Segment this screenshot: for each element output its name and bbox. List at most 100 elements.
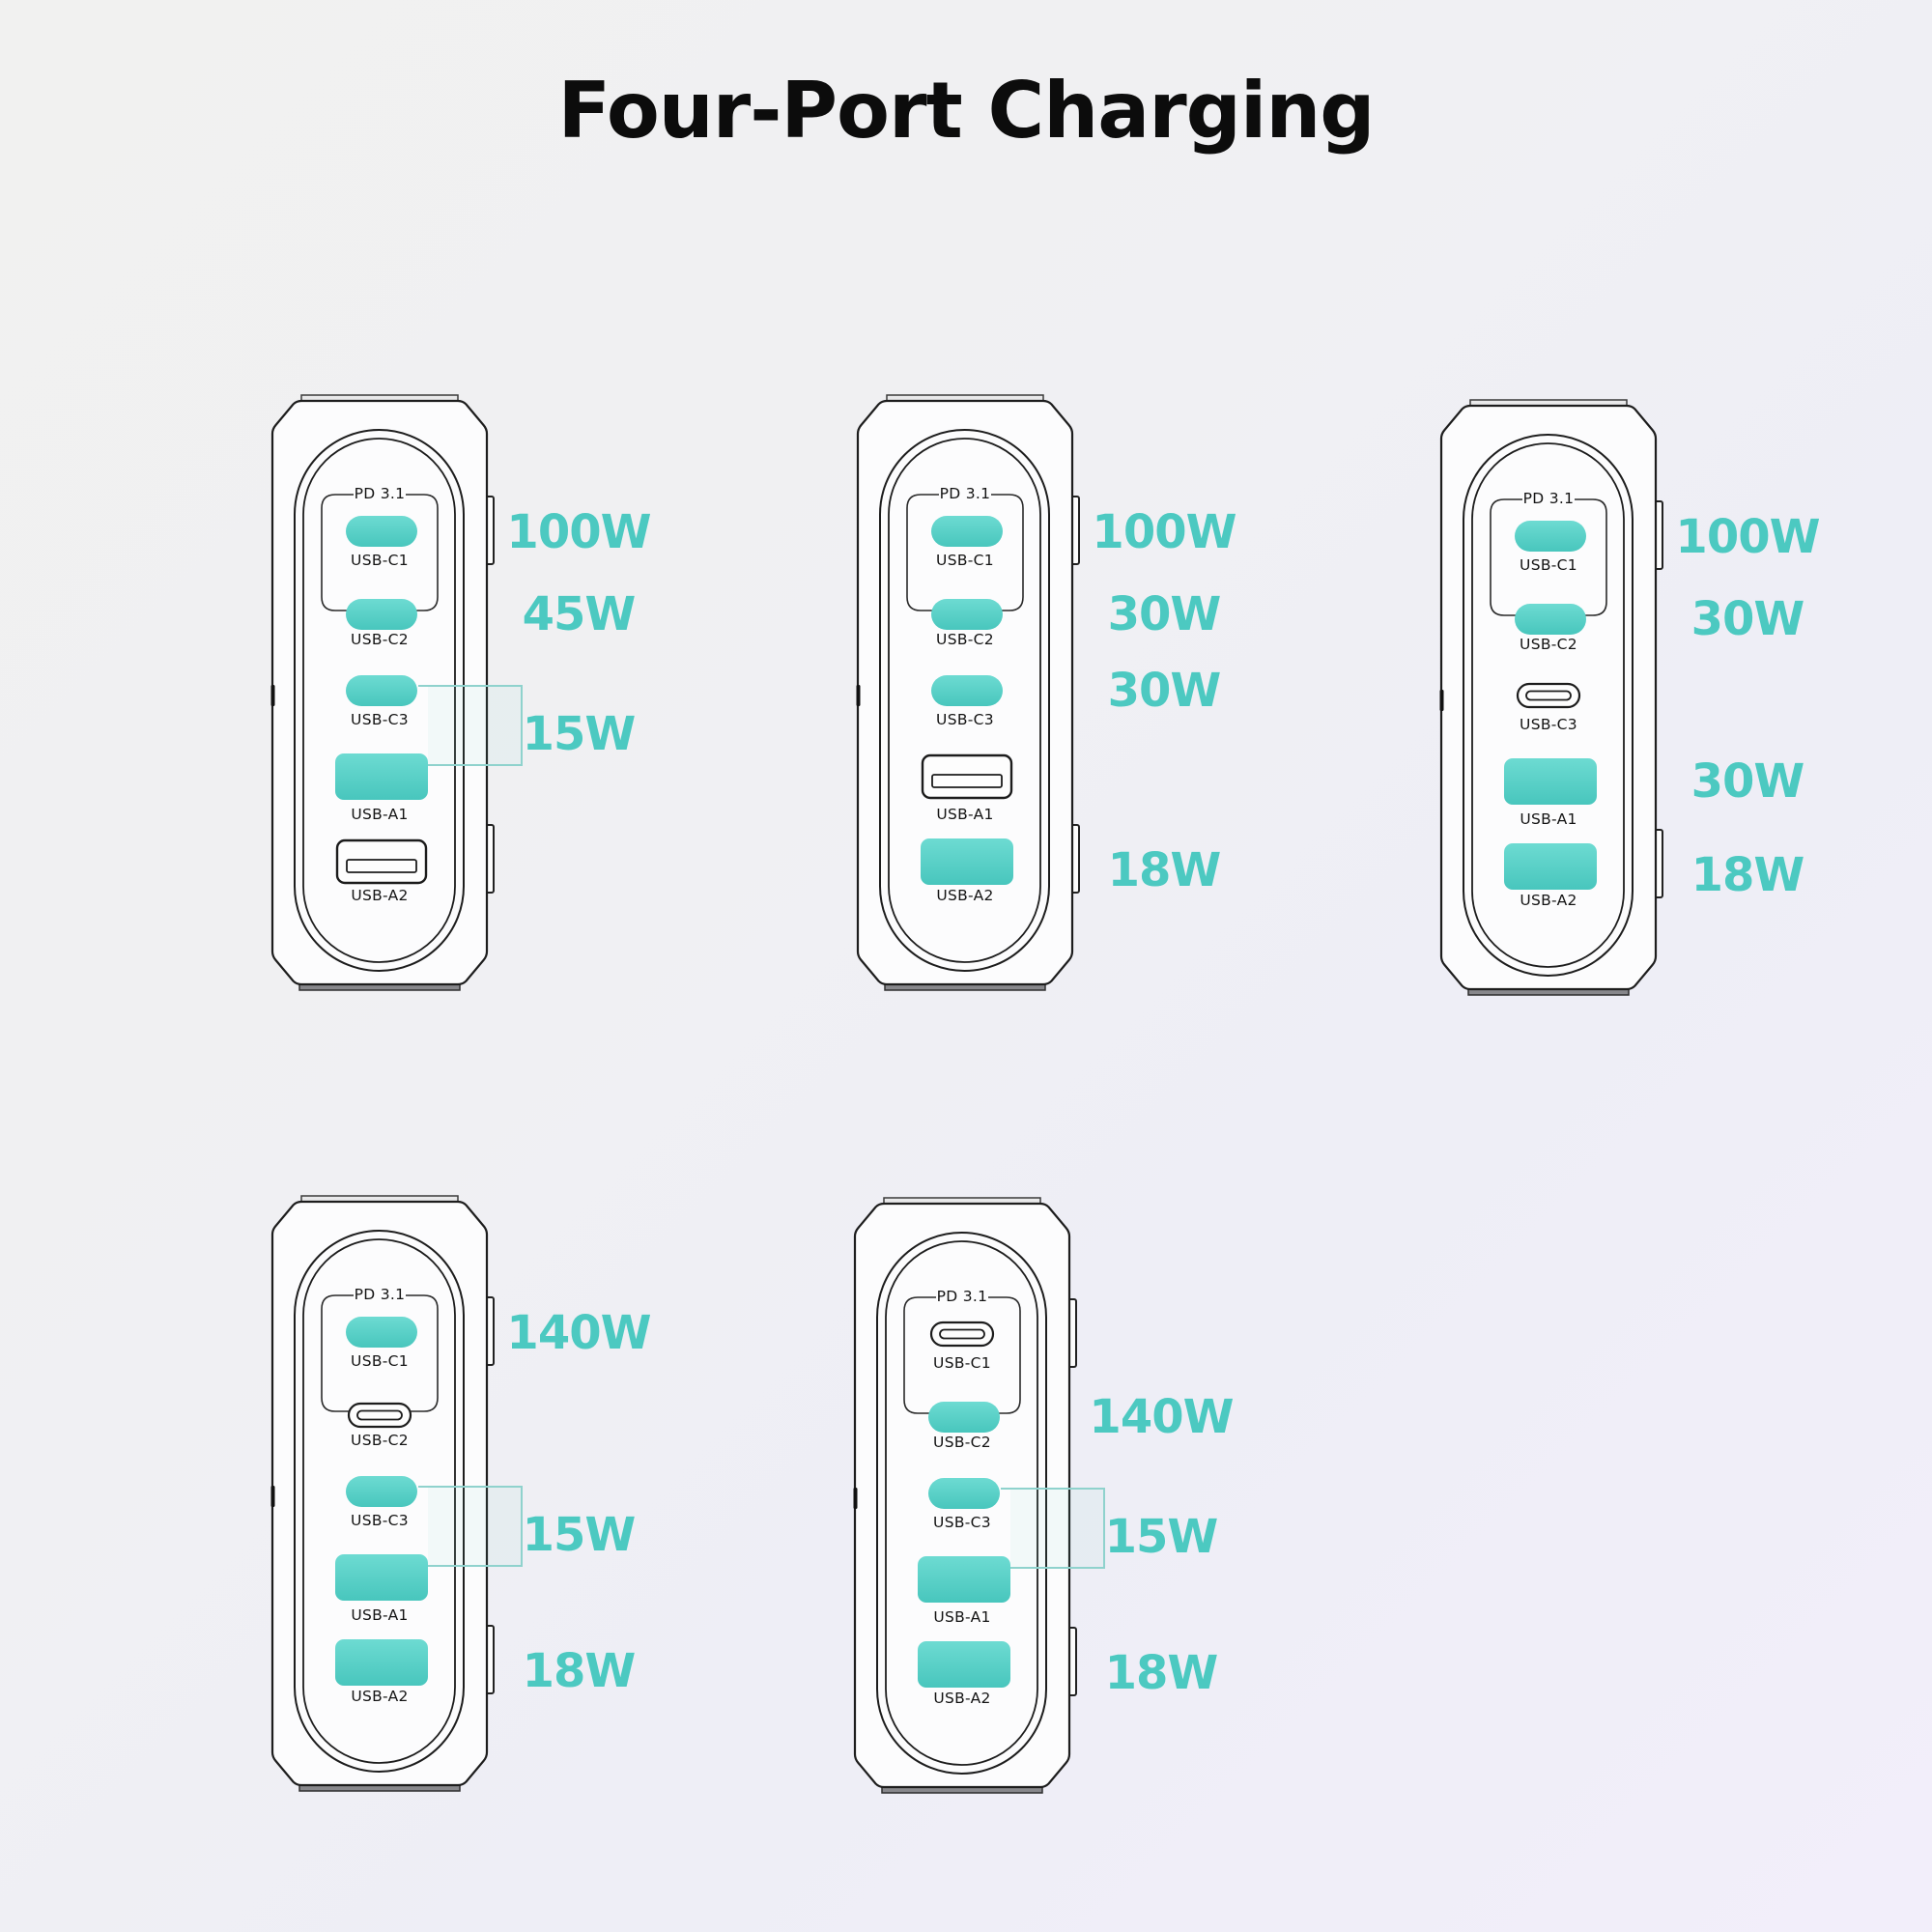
charger-body-illustration — [853, 1197, 1105, 1794]
usb-a1-port-outline — [921, 753, 1013, 800]
usb-c3-port-filled — [346, 675, 417, 706]
pd-badge: PD 3.1 — [354, 1286, 406, 1303]
charger-diagram-3: PD 3.1 USB-C1 USB-C2 USB-C3 USB-A1 USB-A… — [1439, 399, 1837, 1015]
charger-body-illustration — [1439, 399, 1663, 996]
usb-c1-port-filled — [346, 516, 417, 547]
port-label: USB-C1 — [933, 1354, 991, 1372]
charger-diagram-5: PD 3.1 USB-C1 USB-C2 USB-C3 USB-A1 USB-A… — [853, 1197, 1251, 1813]
usb-c1-port-filled — [1515, 521, 1586, 552]
usb-c1-port-filled — [346, 1317, 417, 1348]
port-label: USB-A2 — [936, 887, 994, 904]
port-label: USB-C3 — [1520, 716, 1577, 733]
usb-c1-port-filled — [931, 516, 1003, 547]
wattage-label: 18W — [522, 1644, 637, 1698]
charger-body-illustration — [270, 1195, 523, 1792]
charger-diagram-1: PD 3.1 USB-C1 USB-C2 USB-C3 USB-A1 USB-A… — [270, 394, 668, 1010]
usb-c3-port-outline — [1516, 682, 1581, 709]
wattage-label: 30W — [1690, 754, 1805, 809]
usb-a2-port-filled — [918, 1641, 1010, 1688]
wattage-label: 15W — [522, 1508, 637, 1562]
port-label: USB-C3 — [351, 1512, 409, 1529]
face-outline-inner — [888, 438, 1041, 963]
port-label: USB-C1 — [351, 1352, 409, 1370]
usb-a2-port-filled — [1504, 843, 1597, 890]
wattage-label: 15W — [1104, 1510, 1219, 1564]
face-outline-inner — [1471, 442, 1625, 968]
usb-a2-port-filled — [335, 1639, 428, 1686]
usb-a2-port-filled — [921, 838, 1013, 885]
usb-a2-port-outline — [335, 838, 428, 885]
shared-wattage-tint — [428, 686, 522, 765]
wattage-label: 18W — [1107, 843, 1222, 897]
port-label: USB-C3 — [351, 711, 409, 728]
face-outline-outer — [294, 429, 465, 972]
port-label: USB-C1 — [351, 552, 409, 569]
usb-a1-port-filled — [335, 753, 428, 800]
left-notch — [853, 1488, 858, 1509]
wattage-label: 140W — [506, 1306, 651, 1360]
port-label: USB-A2 — [351, 887, 409, 904]
usb-c1-port-slot — [939, 1328, 985, 1340]
port-label: USB-C1 — [1520, 556, 1577, 574]
wattage-label: 45W — [522, 587, 637, 641]
wattage-label: 18W — [1104, 1646, 1219, 1700]
charger-body-illustration — [270, 394, 523, 991]
shared-wattage-tint — [1010, 1489, 1104, 1568]
face-outline-inner — [302, 1238, 456, 1764]
shared-wattage-bracket — [418, 685, 523, 766]
usb-c1-port-outline — [929, 1321, 995, 1348]
port-label: USB-A1 — [351, 1606, 409, 1624]
page-title: Four-Port Charging — [557, 66, 1375, 156]
shared-wattage-bracket — [1001, 1488, 1105, 1569]
wattage-label: 18W — [1690, 848, 1805, 902]
shared-wattage-bracket — [418, 1486, 523, 1567]
wattage-label: 100W — [1675, 510, 1820, 564]
port-label: USB-C3 — [936, 711, 994, 728]
usb-c2-port-outline — [347, 1402, 412, 1429]
wattage-label: 15W — [522, 707, 637, 761]
left-notch — [270, 685, 275, 706]
usb-c3-port-filled — [928, 1478, 1000, 1509]
port-label: USB-C2 — [933, 1434, 991, 1451]
port-label: USB-A1 — [1520, 810, 1577, 828]
usb-c3-port-filled — [931, 675, 1003, 706]
left-notch — [856, 685, 861, 706]
wattage-label: 30W — [1690, 592, 1805, 646]
pd-badge: PD 3.1 — [354, 485, 406, 502]
port-label: USB-C2 — [1520, 636, 1577, 653]
usb-a1-port-filled — [1504, 758, 1597, 805]
left-notch — [1439, 690, 1444, 711]
left-notch — [270, 1486, 275, 1507]
charger-diagram-4: PD 3.1 USB-C1 USB-C2 USB-C3 USB-A1 USB-A… — [270, 1195, 668, 1811]
wattage-label: 100W — [1092, 505, 1236, 559]
face-outline-inner — [885, 1240, 1038, 1766]
usb-a1-port-filled — [335, 1554, 428, 1601]
face-outline-outer — [1463, 434, 1634, 977]
usb-a1-port-slot — [931, 774, 1003, 788]
usb-c3-port-filled — [346, 1476, 417, 1507]
wattage-label: 30W — [1107, 664, 1222, 718]
port-label: USB-A1 — [351, 806, 409, 823]
pd-badge: PD 3.1 — [936, 1288, 988, 1305]
face-outline-outer — [879, 429, 1050, 972]
pd-badge: PD 3.1 — [1522, 490, 1575, 507]
charger-body-illustration — [856, 394, 1080, 991]
port-label: USB-A2 — [351, 1688, 409, 1705]
port-label: USB-A2 — [933, 1690, 991, 1707]
port-label: USB-A1 — [933, 1608, 991, 1626]
face-outline-outer — [294, 1230, 465, 1773]
port-label: USB-C2 — [936, 631, 994, 648]
usb-c2-port-filled — [346, 599, 417, 630]
wattage-label: 140W — [1089, 1390, 1234, 1444]
port-label: USB-A2 — [1520, 892, 1577, 909]
port-label: USB-C1 — [936, 552, 994, 569]
shared-wattage-tint — [428, 1487, 522, 1566]
usb-c2-port-filled — [928, 1402, 1000, 1433]
port-label: USB-C2 — [351, 1432, 409, 1449]
face-outline-outer — [876, 1232, 1047, 1775]
wattage-label: 100W — [506, 505, 651, 559]
usb-c2-port-filled — [1515, 604, 1586, 635]
usb-a1-port-filled — [918, 1556, 1010, 1603]
port-label: USB-C2 — [351, 631, 409, 648]
